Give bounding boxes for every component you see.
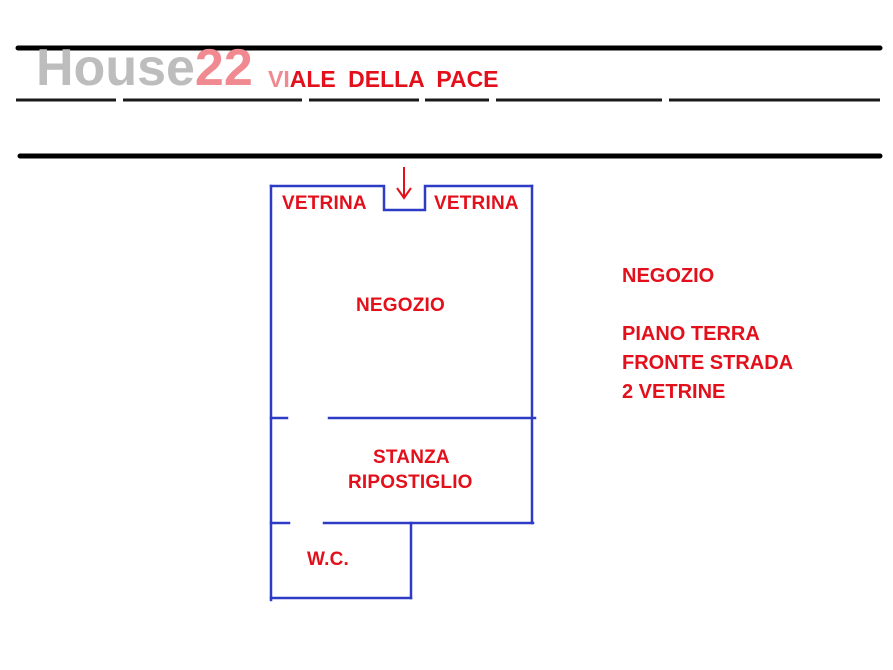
notes-line: 2 VETRINE <box>622 381 726 403</box>
house22-logo: House22 <box>36 42 253 94</box>
notes-line: FRONTE STRADA <box>622 352 794 374</box>
label-wc: W.C. <box>307 549 349 570</box>
logo-number: 22 <box>194 39 253 97</box>
label-vetrina-right: VETRINA <box>434 193 519 214</box>
notes-line: PIANO TERRA <box>622 323 760 345</box>
walls <box>269 184 537 602</box>
label-vetrina-left: VETRINA <box>282 193 367 214</box>
label-negozio: NEGOZIO <box>356 295 446 316</box>
logo-text: House <box>36 39 195 97</box>
street-name: VIALE DELLA PACE <box>268 66 499 93</box>
property-notes: NEGOZIO PIANO TERRA FRONTE STRADA 2 VETR… <box>622 262 793 407</box>
street-name-prefix: VI <box>268 66 290 92</box>
street-name-rest: ALE DELLA PACE <box>289 66 499 92</box>
arrow-down-icon <box>396 167 412 200</box>
notes-title: NEGOZIO <box>622 265 715 287</box>
notes-spacer <box>622 291 793 320</box>
label-stanza: STANZA <box>373 447 450 468</box>
label-ripostiglio: RIPOSTIGLIO <box>348 472 473 493</box>
